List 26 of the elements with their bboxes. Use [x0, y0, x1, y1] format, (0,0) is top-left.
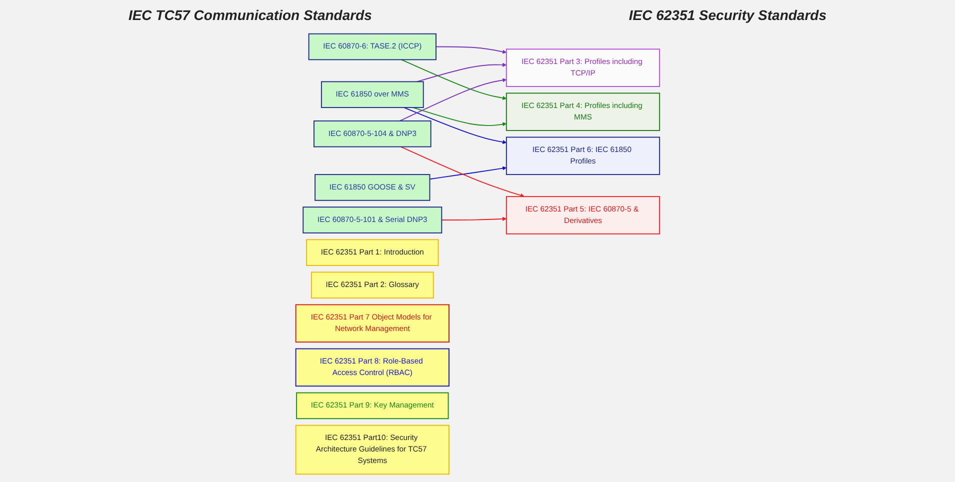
- arrow: [403, 107, 506, 144]
- node-box: [295, 424, 450, 475]
- node-box: [308, 33, 436, 60]
- node-box: [295, 304, 450, 343]
- arrow: [399, 78, 506, 122]
- node-box: [506, 196, 660, 234]
- arrow: [400, 146, 524, 198]
- node-box: [302, 206, 442, 234]
- arrow: [441, 216, 506, 221]
- arrow: [435, 46, 506, 54]
- arrow: [412, 107, 506, 126]
- arrow: [416, 62, 506, 82]
- node-box: [320, 81, 424, 108]
- node-box: [506, 92, 660, 131]
- node-box: [313, 120, 432, 148]
- node-box: [506, 136, 660, 176]
- node-box: [306, 239, 439, 266]
- node-box: [506, 48, 660, 87]
- node-box: [295, 348, 450, 387]
- node-box: [314, 174, 430, 201]
- column-heading: IEC 62351 Security Standards: [628, 7, 827, 23]
- arrow: [400, 59, 506, 100]
- column-heading: IEC TC57 Communication Standards: [128, 7, 372, 23]
- node-box: [296, 392, 449, 420]
- node-box: [310, 272, 434, 298]
- arrow: [429, 166, 506, 180]
